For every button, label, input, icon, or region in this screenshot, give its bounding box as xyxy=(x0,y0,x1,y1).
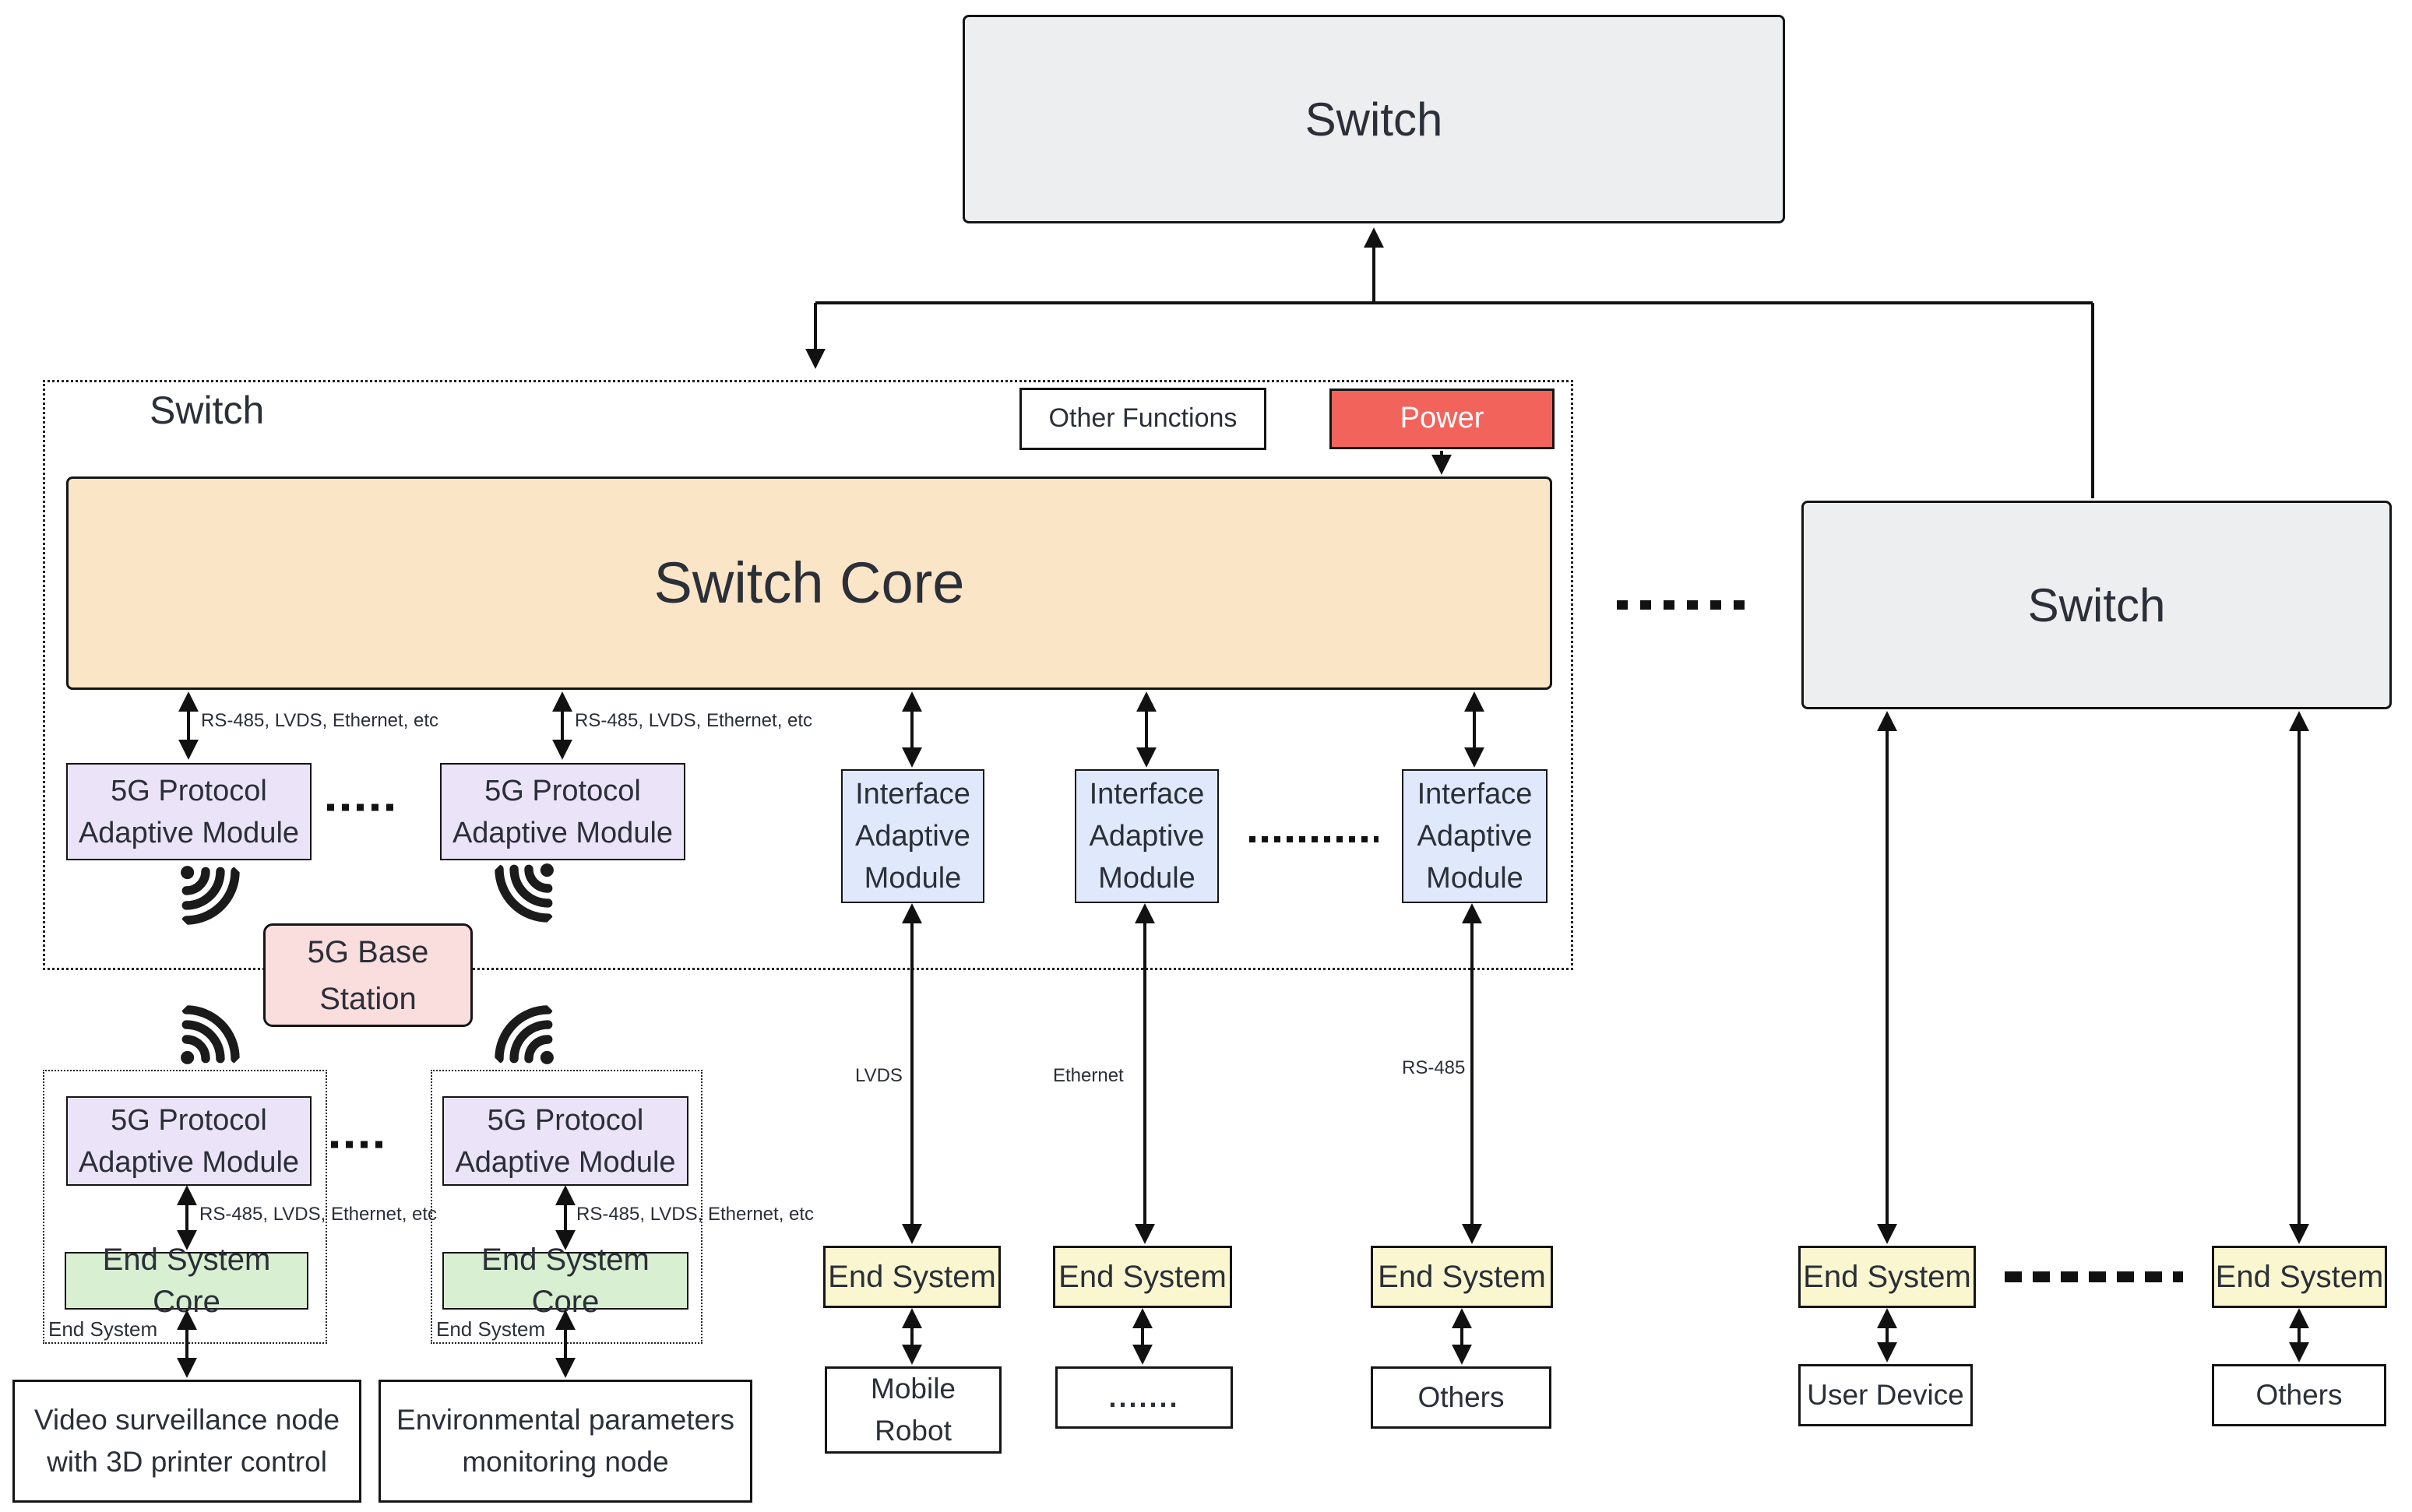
core-link-label-2: RS-485, LVDS, Ethernet, etc xyxy=(575,710,813,731)
right-switch-label: Switch xyxy=(2027,578,2166,631)
iam-1-line1: Interface xyxy=(855,778,970,811)
mobile-robot-line2: Robot xyxy=(875,1415,952,1447)
pam-4-line2: Adaptive Module xyxy=(455,1145,676,1179)
iam-box-2: Interface Adaptive Module xyxy=(1075,769,1219,903)
wifi-icon-lower-left xyxy=(181,1005,240,1064)
pam-2-line1: 5G Protocol xyxy=(484,774,641,807)
base-station-box: 5G Base Station xyxy=(263,923,473,1027)
env-node-line2: monitoring node xyxy=(462,1446,669,1478)
power-box: Power xyxy=(1329,389,1555,449)
group-link-label-2: RS-485, LVDS, Ethernet, etc xyxy=(576,1204,815,1225)
others-right-label: Others xyxy=(2255,1379,2343,1411)
end-system-5-label: End System xyxy=(2215,1260,2384,1294)
end-system-box-1: End System xyxy=(823,1246,1001,1308)
wifi-icon-upper-left xyxy=(181,866,240,925)
end-system-2-label: End System xyxy=(1058,1260,1227,1294)
switch-container xyxy=(43,380,1573,970)
iam-2-line2: Adaptive xyxy=(1089,820,1205,853)
end-system-core-2-label: End System Core xyxy=(481,1243,650,1319)
pam-1-line1: 5G Protocol xyxy=(111,774,267,807)
mobile-robot-line1: Mobile xyxy=(871,1373,956,1405)
pam-box-1: 5G Protocol Adaptive Module xyxy=(66,763,312,860)
end-system-1-label: End System xyxy=(828,1260,996,1294)
iam-1-line2: Adaptive xyxy=(855,820,970,853)
end-system-group-tag-1: End System xyxy=(48,1317,158,1341)
link-type-rs485: RS-485 xyxy=(1402,1057,1466,1078)
pam-3-line2: Adaptive Module xyxy=(78,1145,300,1179)
user-device-box: User Device xyxy=(1798,1364,1973,1426)
env-node-line1: Environmental parameters xyxy=(396,1404,734,1436)
pam-3-line1: 5G Protocol xyxy=(111,1103,267,1137)
ellipsis-node-label: ....... xyxy=(1108,1381,1180,1413)
video-node-line1: Video surveillance node xyxy=(33,1404,340,1436)
link-type-lvds: LVDS xyxy=(855,1065,903,1086)
other-functions-box: Other Functions xyxy=(1019,388,1266,450)
end-system-box-2: End System xyxy=(1053,1246,1232,1308)
wifi-icon-upper-right xyxy=(495,863,554,923)
pam-box-3: 5G Protocol Adaptive Module xyxy=(66,1096,312,1186)
user-device-label: User Device xyxy=(1807,1379,1964,1411)
video-node-line2: with 3D printer control xyxy=(47,1446,327,1478)
base-station-line2: Station xyxy=(319,981,417,1016)
other-functions-label: Other Functions xyxy=(1048,403,1238,434)
iam-3-line3: Module xyxy=(1426,862,1523,895)
env-node-box: Environmental parameters monitoring node xyxy=(379,1380,752,1503)
pam-box-4: 5G Protocol Adaptive Module xyxy=(442,1096,688,1186)
right-switch-box: Switch xyxy=(1801,501,2392,709)
end-system-core-box-1: End System Core xyxy=(65,1243,308,1319)
core-link-label-1: RS-485, LVDS, Ethernet, etc xyxy=(201,710,439,731)
switch-core-label: Switch Core xyxy=(653,550,965,616)
pam-4-line1: 5G Protocol xyxy=(487,1103,644,1137)
wifi-icon-lower-right xyxy=(495,1005,554,1064)
end-system-core-1-label: End System Core xyxy=(102,1243,271,1319)
end-system-3-label: End System xyxy=(1378,1260,1546,1294)
end-system-box-4: End System xyxy=(1798,1246,1976,1308)
iam-2-line3: Module xyxy=(1098,862,1195,895)
mobile-robot-box: Mobile Robot xyxy=(825,1366,1002,1454)
iam-3-line2: Adaptive xyxy=(1417,820,1533,853)
others-node-box-middle: Others xyxy=(1371,1366,1551,1429)
iam-1-line3: Module xyxy=(864,862,962,895)
iam-box-3: Interface Adaptive Module xyxy=(1402,769,1548,903)
link-type-ethernet: Ethernet xyxy=(1053,1065,1124,1086)
ellipsis-node-box: ....... xyxy=(1055,1366,1233,1429)
top-switch-box: Switch xyxy=(963,15,1785,223)
end-system-group-tag-2: End System xyxy=(436,1317,546,1341)
pam-2-line2: Adaptive Module xyxy=(452,816,674,849)
end-system-box-5: End System xyxy=(2212,1246,2387,1308)
video-node-box: Video surveillance node with 3D printer … xyxy=(12,1380,361,1503)
end-system-box-3: End System xyxy=(1371,1246,1553,1308)
group-link-label-1: RS-485, LVDS, Ethernet, etc xyxy=(199,1204,438,1225)
iam-box-1: Interface Adaptive Module xyxy=(841,769,984,903)
switch-core-box: Switch Core xyxy=(66,476,1552,690)
others-middle-label: Others xyxy=(1417,1381,1505,1413)
pam-box-2: 5G Protocol Adaptive Module xyxy=(440,763,685,860)
switch-container-title: Switch xyxy=(150,389,265,432)
iam-2-line1: Interface xyxy=(1089,778,1205,811)
power-label: Power xyxy=(1400,402,1484,435)
others-node-box-right: Others xyxy=(2212,1364,2386,1426)
end-system-4-label: End System xyxy=(1803,1260,1971,1294)
iam-3-line1: Interface xyxy=(1417,778,1533,811)
base-station-line1: 5G Base xyxy=(307,934,429,969)
end-system-core-box-2: End System Core xyxy=(442,1243,688,1319)
top-switch-label: Switch xyxy=(1305,93,1443,146)
pam-1-line2: Adaptive Module xyxy=(78,816,300,849)
